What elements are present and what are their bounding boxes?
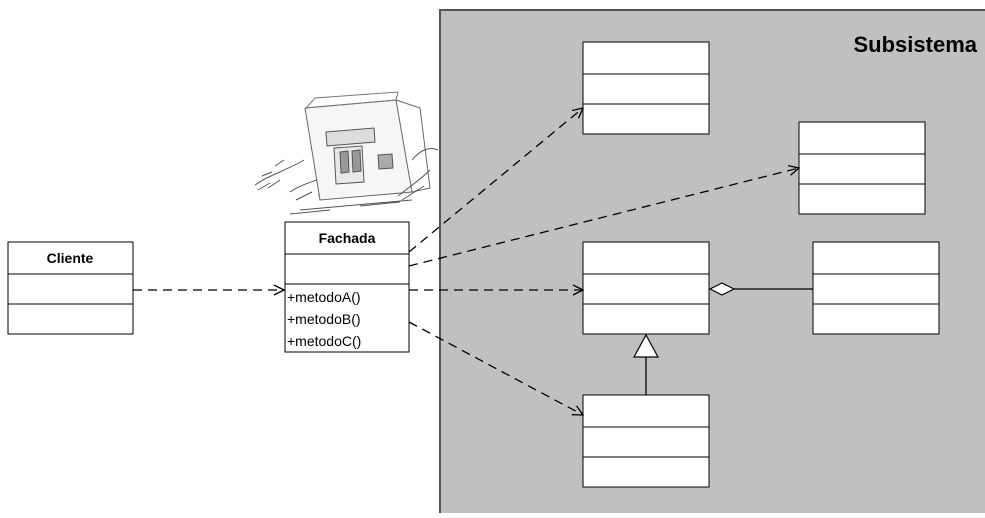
subsystem-class-superclass — [582, 241, 710, 335]
class-cliente: Cliente — [7, 241, 134, 335]
building-sketch-icon — [254, 91, 439, 215]
dependency-arrow — [408, 108, 583, 253]
subsystem-title: Subsistema — [854, 32, 978, 57]
dependency-arrow — [408, 168, 799, 267]
subsystem-class — [798, 121, 926, 215]
class-fachada-name: Fachada — [319, 230, 376, 246]
aggregation-diamond-icon — [708, 282, 736, 296]
fachada-method: +metodoB() — [287, 311, 361, 327]
fachada-method: +metodoC() — [287, 333, 361, 349]
class-fachada: Fachada +metodoA() +metodoB() +metodoC() — [284, 221, 410, 353]
subsystem-class-part — [812, 241, 940, 335]
fachada-method: +metodoA() — [287, 289, 361, 305]
class-cliente-name: Cliente — [47, 250, 94, 266]
inheritance-triangle-icon — [632, 333, 660, 358]
aggregation-link — [708, 282, 813, 296]
subsystem-class — [582, 41, 710, 135]
dependency-arrow — [408, 321, 583, 415]
generalization-link — [632, 333, 660, 395]
subsystem-class-subclass — [582, 394, 710, 488]
